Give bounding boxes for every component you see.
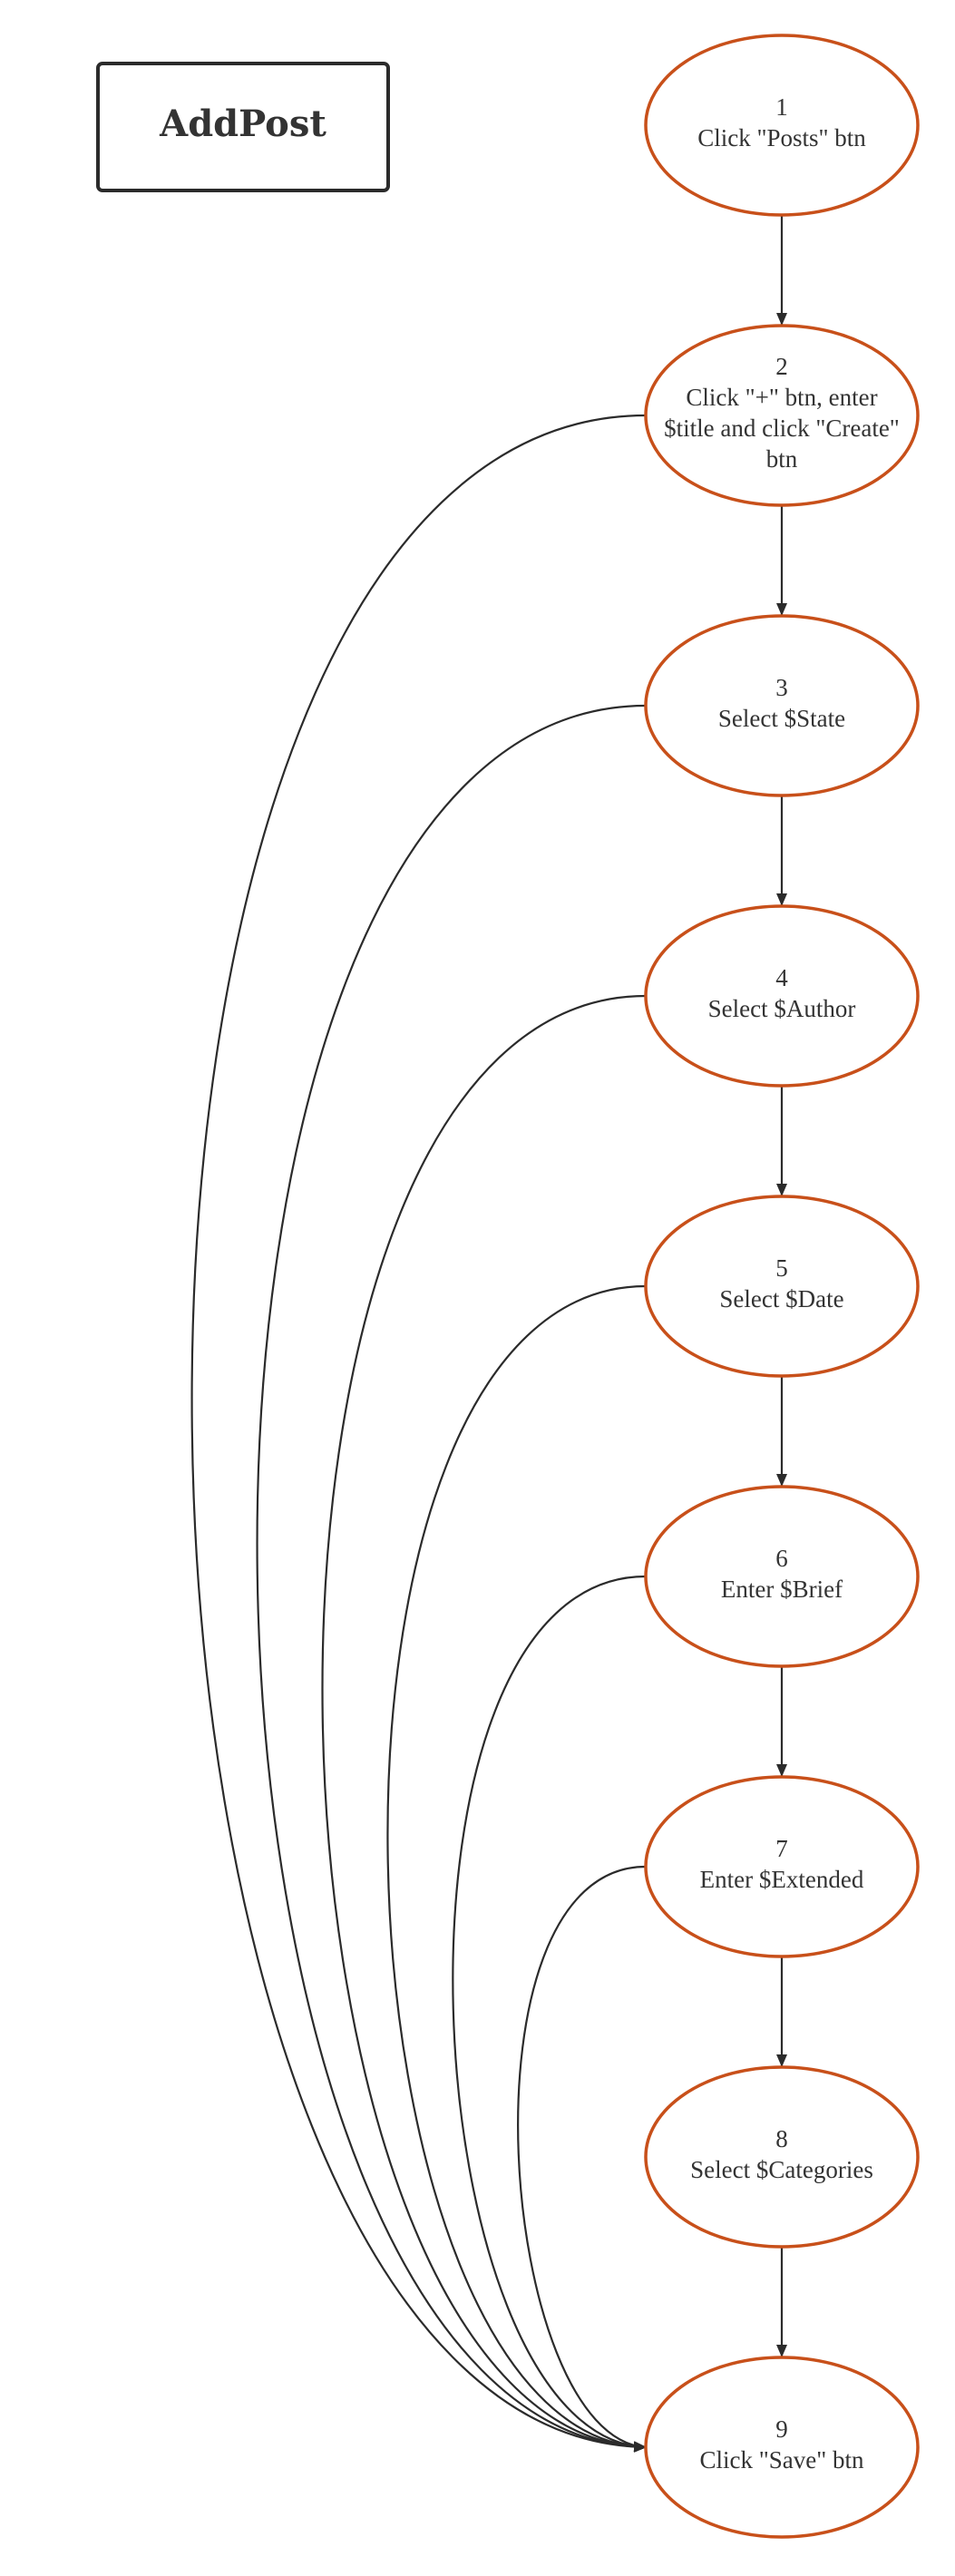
node-label: $title and click "Create" — [664, 415, 900, 442]
skip-edge-6-9 — [452, 1575, 647, 2453]
node-ellipse — [644, 1485, 920, 1668]
node-ellipse — [644, 614, 920, 797]
node-number: 6 — [775, 1545, 788, 1572]
node-label: Click "+" btn, enter — [686, 384, 877, 411]
node-ellipse — [644, 1775, 920, 1958]
node-number: 8 — [775, 2125, 788, 2152]
node-number: 2 — [775, 353, 788, 380]
node-ellipse — [644, 1195, 920, 1378]
node-label: Enter $Extended — [700, 1866, 864, 1893]
diagram-title: AddPost — [159, 102, 326, 145]
node-ellipse — [644, 904, 920, 1088]
node-number: 7 — [775, 1835, 788, 1862]
title-box: AddPost — [96, 62, 390, 192]
node-label: Select $Author — [708, 995, 856, 1022]
node-number: 3 — [775, 674, 788, 701]
node-ellipse — [644, 2065, 920, 2249]
node-label: Click "Save" btn — [699, 2446, 864, 2474]
node-number: 1 — [775, 93, 788, 121]
node-label: Enter $Brief — [721, 1576, 843, 1603]
node-label: Select $Categories — [690, 2156, 873, 2183]
skip-edge-2-9 — [190, 414, 647, 2453]
node-label: Select $Date — [719, 1285, 843, 1312]
skip-edge-3-9 — [256, 704, 647, 2453]
node-number: 5 — [775, 1254, 788, 1282]
node-label: btn — [766, 445, 798, 473]
node-label: Click "Posts" btn — [697, 124, 866, 151]
node-ellipse — [644, 2356, 920, 2539]
node-number: 9 — [775, 2415, 788, 2443]
node-ellipse — [644, 324, 920, 507]
skip-edge-4-9 — [321, 994, 647, 2453]
node-ellipse — [644, 34, 920, 217]
node-number: 4 — [775, 964, 788, 991]
skip-edge-7-9 — [517, 1865, 647, 2453]
edges-layer — [190, 215, 787, 2453]
skip-edge-5-9 — [386, 1284, 647, 2453]
node-label: Select $State — [718, 705, 845, 732]
